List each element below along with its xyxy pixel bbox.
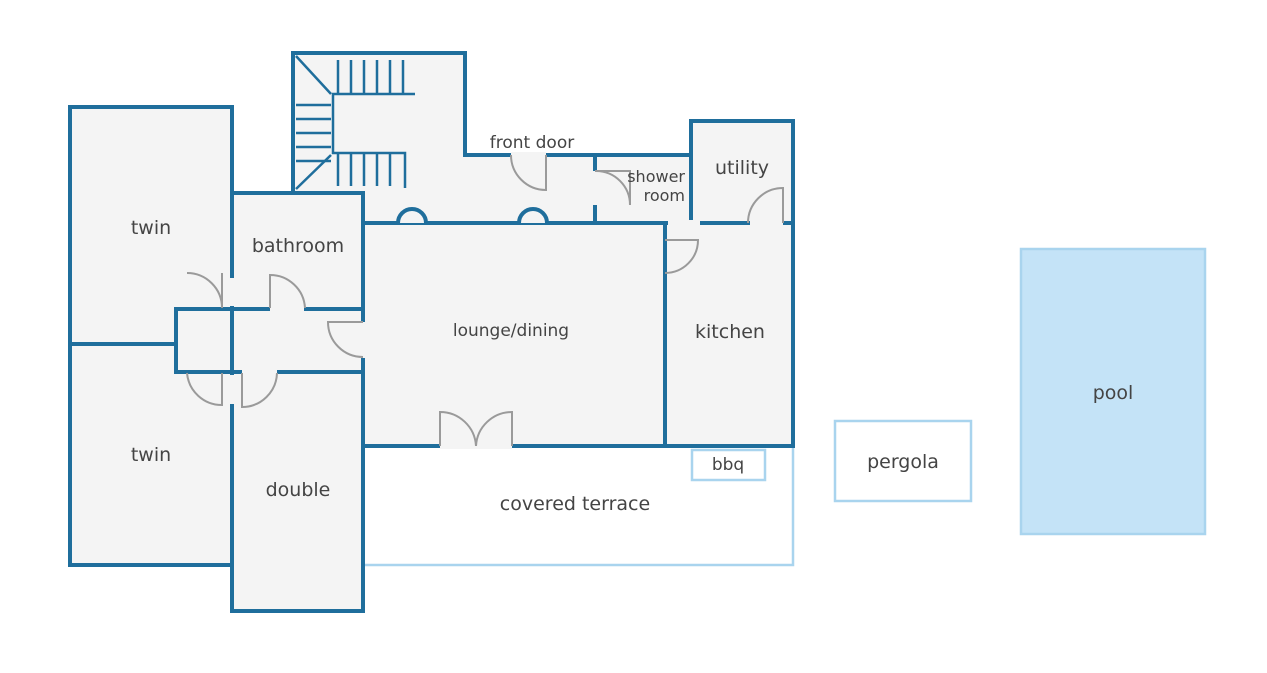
- door-swings: [186, 154, 784, 447]
- room-label-twin-lower: twin: [131, 444, 171, 466]
- label-front-door: front door: [490, 133, 574, 153]
- room-label-bathroom: bathroom: [252, 235, 344, 257]
- label-bbq: bbq: [712, 455, 744, 475]
- room-label-double: double: [266, 479, 331, 501]
- archways: [396, 207, 549, 224]
- label-pool: pool: [1093, 382, 1134, 404]
- room-label-shower: shower: [627, 167, 685, 186]
- room-label-twin-upper: twin: [131, 217, 171, 239]
- room-label-lounge-dining: lounge/dining: [453, 321, 569, 341]
- room-label-kitchen: kitchen: [695, 321, 765, 343]
- room-label-utility: utility: [715, 157, 769, 179]
- bbq-area: [690, 448, 767, 482]
- pergola-area: [833, 419, 973, 503]
- interior-floor: [70, 53, 793, 611]
- room-label-room: room: [644, 186, 685, 205]
- label-covered-terrace: covered terrace: [500, 493, 650, 515]
- label-pergola: pergola: [867, 451, 939, 473]
- pool-area: [1019, 247, 1207, 536]
- staircase: [295, 55, 415, 190]
